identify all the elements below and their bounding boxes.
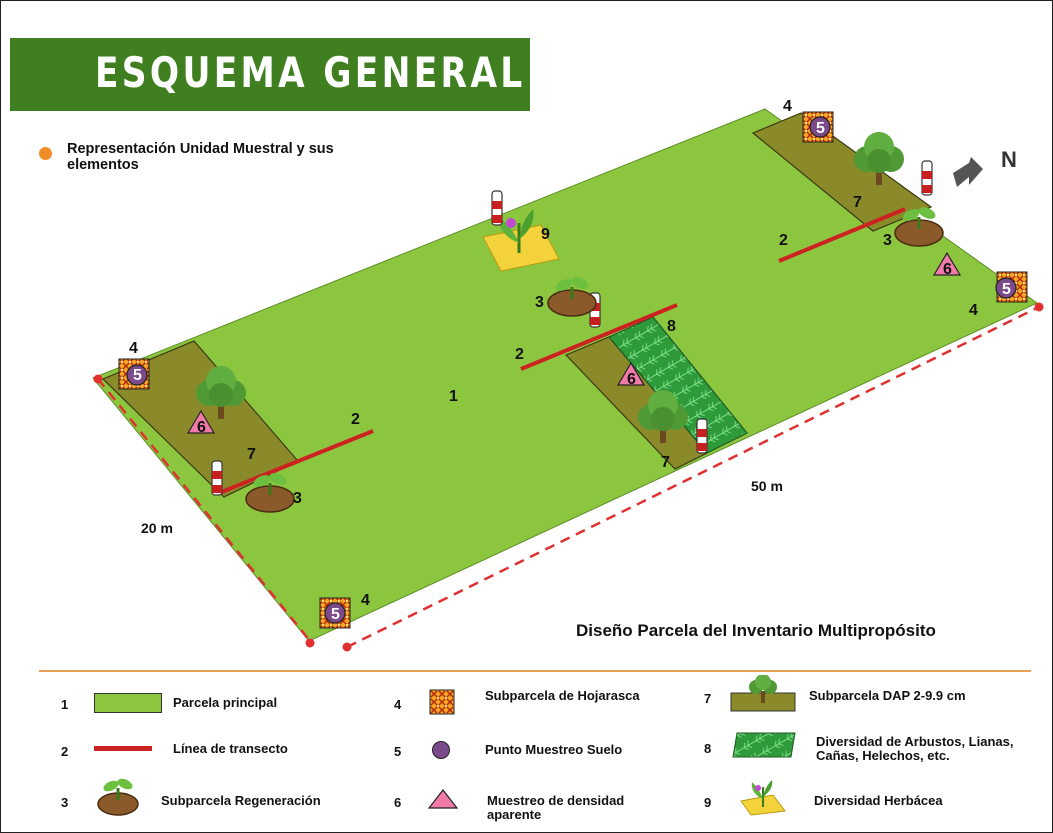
- transect-east: [778, 207, 906, 263]
- label-soil: 5: [331, 606, 340, 623]
- tree-strip-icon: [730, 675, 796, 712]
- legend-number: 2: [61, 744, 69, 759]
- boundary-dot: [93, 374, 103, 384]
- label-main-parcel: 1: [449, 388, 458, 405]
- length-label: 50 m: [751, 478, 783, 494]
- legend-number: 7: [704, 691, 712, 706]
- legend-label: Subparcela de Hojarasca: [485, 688, 640, 703]
- width-label: 20 m: [141, 520, 173, 536]
- label-dap: 7: [661, 454, 670, 471]
- label-dap: 7: [853, 194, 862, 211]
- page-title: ESQUEMA GENERAL: [95, 48, 526, 97]
- boundary-dot: [342, 642, 352, 652]
- stake-icon: [211, 460, 223, 496]
- label-density: 6: [943, 261, 952, 278]
- boundary-dot: [305, 638, 315, 648]
- representation-note: Representación Unidad Muestral y sus ele…: [67, 141, 334, 173]
- length-dimension-line: [346, 305, 1040, 649]
- label-dap: 7: [247, 446, 256, 463]
- legend-number: 1: [61, 697, 69, 712]
- legend-separator: [39, 670, 1031, 672]
- label-density: 6: [197, 419, 206, 436]
- red-line-icon: [94, 746, 152, 751]
- label-regeneration: 3: [535, 294, 544, 311]
- legend-label: Muestreo de densidad aparente: [487, 793, 625, 822]
- north-label: N: [1001, 147, 1017, 172]
- label-soil: 5: [816, 120, 825, 137]
- label-soil: 5: [1002, 281, 1011, 298]
- legend-label: Subparcela Regeneración: [161, 793, 321, 808]
- diagram-caption: Diseño Parcela del Inventario Multipropó…: [576, 621, 936, 640]
- label-regeneration: 3: [293, 490, 302, 507]
- legend-number: 8: [704, 741, 712, 756]
- title-banner: ESQUEMA GENERAL: [10, 38, 530, 111]
- label-litter: 4: [361, 592, 370, 609]
- label-shrubs: 8: [667, 318, 676, 335]
- legend-label: Diversidad de Arbustos, Lianas, Cañas, H…: [816, 734, 1014, 763]
- label-density: 6: [627, 371, 636, 388]
- legend-number: 4: [394, 697, 402, 712]
- label-regeneration: 3: [883, 232, 892, 249]
- green-rectangle-icon: [94, 693, 162, 713]
- transect-west: [218, 429, 374, 495]
- width-dimension-line: [97, 378, 311, 642]
- legend-number: 3: [61, 795, 69, 810]
- legend-label: Punto Muestreo Suelo: [485, 742, 623, 757]
- label-litter: 4: [969, 302, 978, 319]
- stake-icon: [921, 160, 933, 196]
- legend-label: Subparcela DAP 2-9.9 cm: [809, 688, 966, 703]
- legend-number: 5: [394, 744, 402, 759]
- legend-number: 9: [704, 795, 712, 810]
- stake-icon: [696, 418, 708, 454]
- leaf-litter-icon: [429, 689, 455, 715]
- label-litter: 4: [783, 98, 792, 115]
- label-herbaceous: 9: [541, 226, 550, 243]
- legend-label: Parcela principal: [173, 695, 278, 710]
- legend-number: 6: [394, 795, 402, 810]
- dap-subparcel-east: [751, 112, 933, 232]
- fern-rectangle-icon: [732, 732, 796, 758]
- label-litter: 4: [129, 340, 138, 357]
- north-arrow-icon: [953, 157, 983, 187]
- label-transect: 2: [515, 346, 524, 363]
- label-soil: 5: [133, 367, 142, 384]
- transect-center: [520, 303, 678, 371]
- boundary-dot: [1034, 302, 1044, 312]
- pink-triangle-icon: [427, 789, 459, 809]
- label-transect: 2: [779, 232, 788, 249]
- orange-dot-icon: [39, 147, 52, 160]
- herb-plant-icon: [498, 209, 534, 253]
- legend-label: Diversidad Herbácea: [814, 793, 943, 808]
- legend-label: Línea de transecto: [173, 741, 288, 756]
- purple-circle-icon: [432, 741, 450, 759]
- herb-square-icon: [740, 780, 786, 816]
- label-transect: 2: [351, 411, 360, 428]
- seedling-mound-icon: [97, 778, 139, 816]
- stake-icon: [491, 190, 503, 226]
